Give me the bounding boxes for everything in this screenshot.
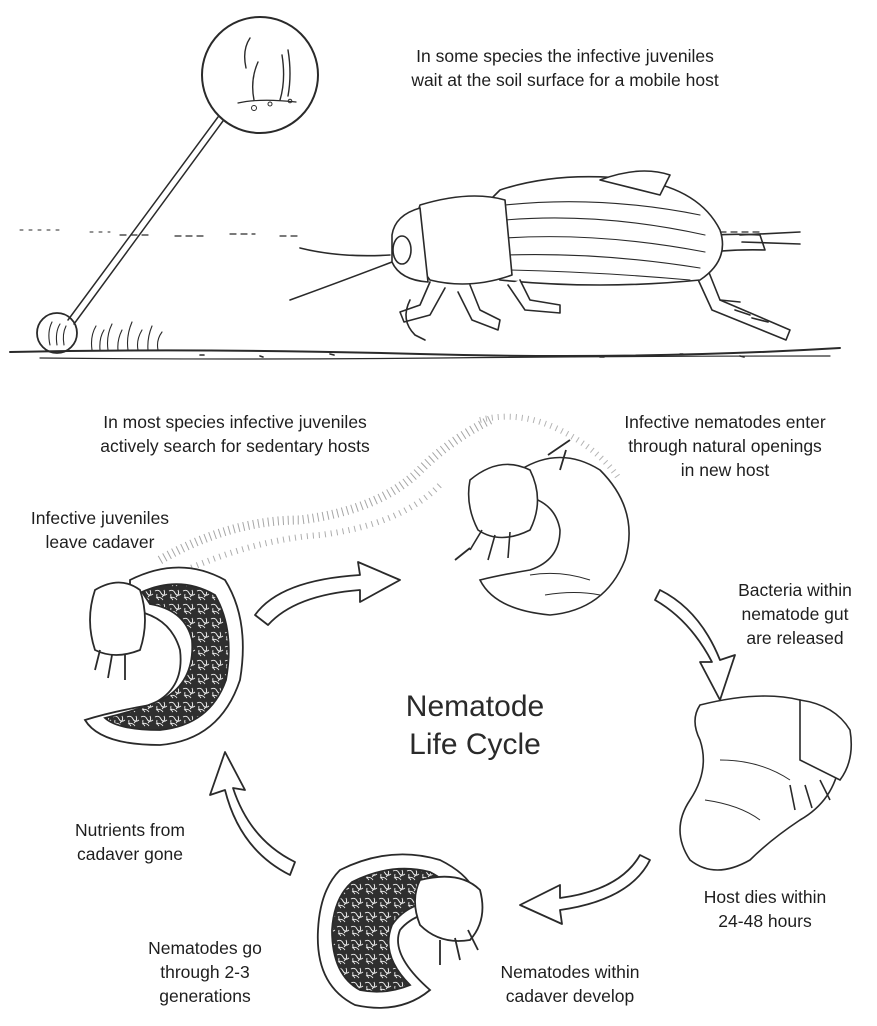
caption-line: through natural openings — [585, 434, 865, 458]
caption-soil-surface: In some species the infective juveniles … — [355, 44, 775, 92]
cadaver-bottom — [318, 854, 483, 1007]
diagram-title: Nematode Life Cycle — [375, 688, 575, 764]
caption-line: nematode gut — [715, 602, 875, 626]
caption-host-dies: Host dies within 24-48 hours — [680, 885, 850, 933]
caption-line: generations — [120, 984, 290, 1008]
caption-leave-cadaver: Infective juveniles leave cadaver — [0, 506, 200, 554]
caption-line: Infective juveniles — [0, 506, 200, 530]
caption-line: through 2-3 — [120, 960, 290, 984]
caption-line: 24-48 hours — [680, 909, 850, 933]
magnifier-connector — [68, 117, 218, 320]
caption-line: cadaver gone — [40, 842, 220, 866]
title-line: Life Cycle — [375, 726, 575, 764]
caption-line: are released — [715, 626, 875, 650]
title-line: Nematode — [375, 688, 575, 726]
caption-line: Nematodes go — [120, 936, 290, 960]
caption-active-search: In most species infective juveniles acti… — [70, 410, 400, 458]
caption-line: actively search for sedentary hosts — [70, 434, 400, 458]
caption-line: wait at the soil surface for a mobile ho… — [355, 68, 775, 92]
soil-line — [10, 348, 840, 356]
caption-line: Bacteria within — [715, 578, 875, 602]
caption-line: In some species the infective juveniles — [355, 44, 775, 68]
caption-line: cadaver develop — [470, 984, 670, 1008]
dying-host-grub — [680, 696, 851, 870]
cricket-host-illustration — [290, 171, 800, 340]
caption-line: Nematodes within — [470, 960, 670, 984]
caption-bacteria-released: Bacteria within nematode gut are release… — [715, 578, 875, 650]
caption-develop: Nematodes within cadaver develop — [470, 960, 670, 1008]
caption-enter-host: Infective nematodes enter through natura… — [585, 410, 865, 482]
caption-generations: Nematodes go through 2-3 generations — [120, 936, 290, 1008]
cadaver-left — [85, 568, 243, 746]
caption-line: leave cadaver — [0, 530, 200, 554]
caption-line: Host dies within — [680, 885, 850, 909]
arrow-to-develop — [520, 855, 650, 924]
caption-line: Infective nematodes enter — [585, 410, 865, 434]
caption-line: In most species infective juveniles — [70, 410, 400, 434]
arrow-to-leave — [210, 752, 295, 875]
caption-line: in new host — [585, 458, 865, 482]
caption-line: Nutrients from — [40, 818, 220, 842]
magnified-view-circle — [202, 17, 318, 133]
caption-nutrients-gone: Nutrients from cadaver gone — [40, 818, 220, 866]
arrow-to-new-host — [255, 562, 400, 625]
